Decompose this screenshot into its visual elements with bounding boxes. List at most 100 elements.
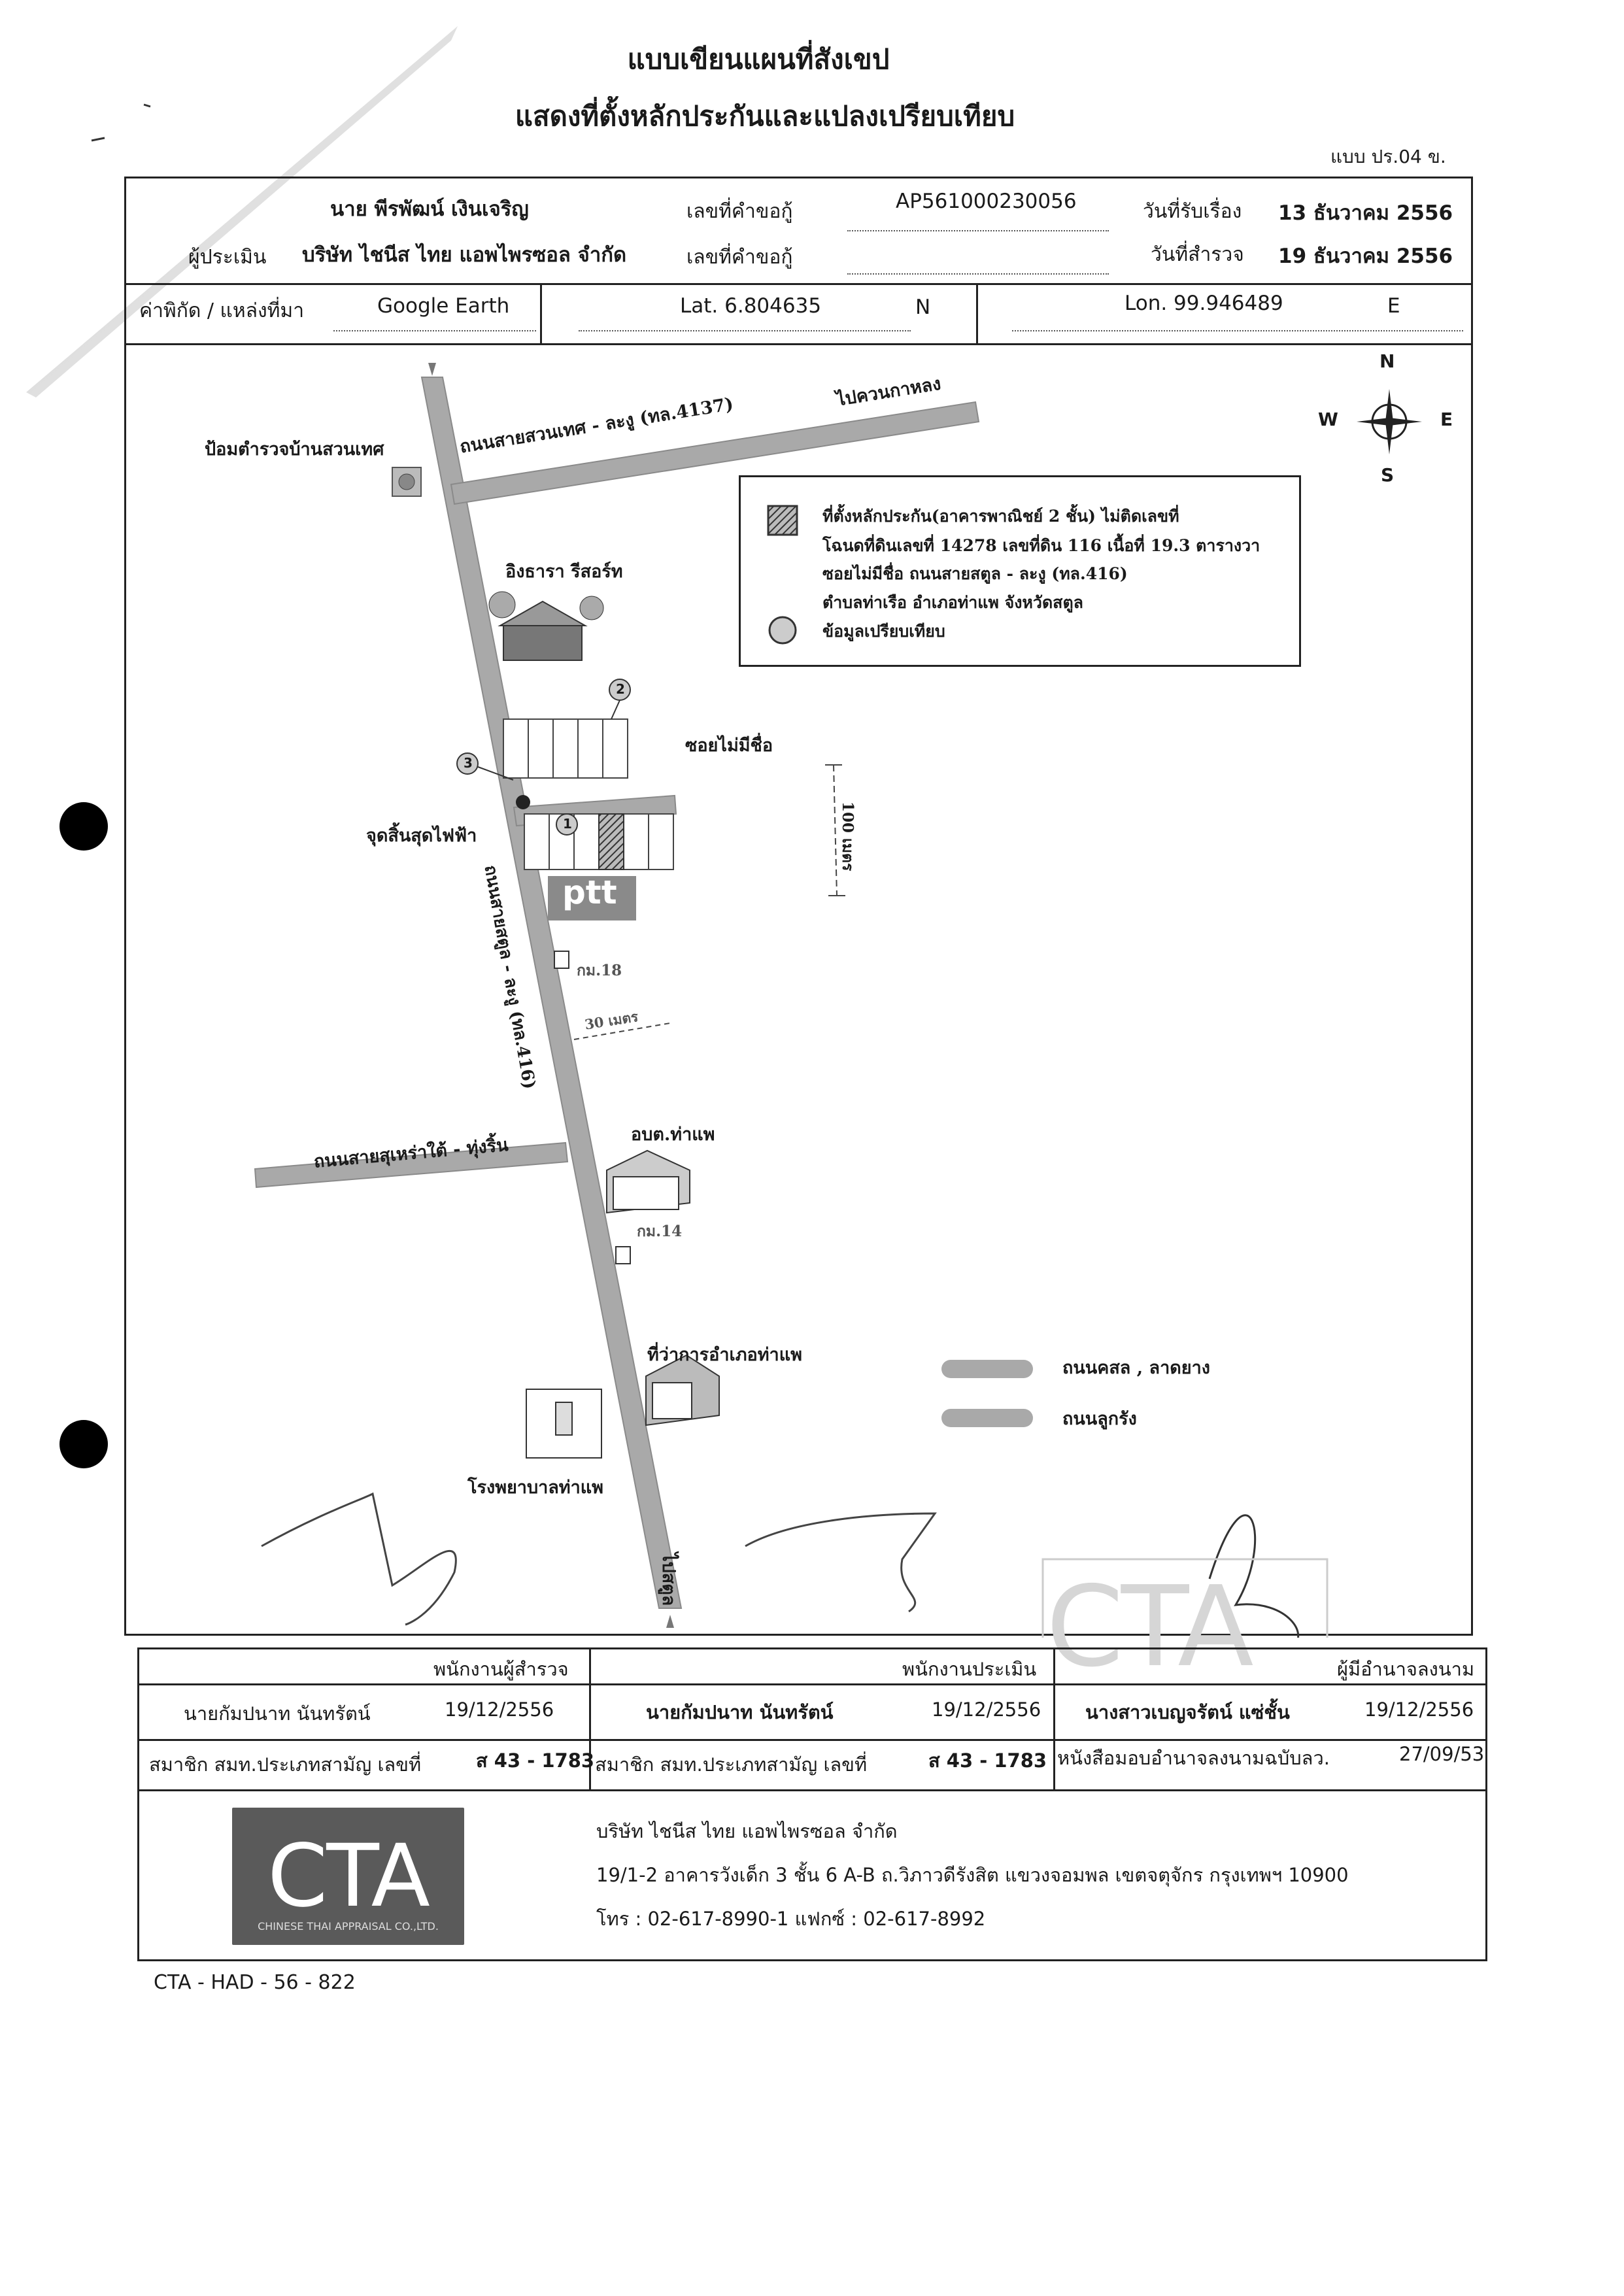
label-district: ที่ว่าการอำเภอท่าแพ — [647, 1345, 802, 1365]
scan-fold-shadow — [26, 26, 458, 397]
laterite-road-swatch — [941, 1409, 1033, 1427]
comparison-legend-swatch — [768, 616, 797, 645]
label-100m: 100 เมตร — [839, 802, 856, 871]
pole-dot — [516, 795, 530, 809]
collateral-legend-swatch — [767, 505, 798, 536]
ptt-logo-shape — [548, 876, 636, 920]
marker-1-circle — [556, 813, 578, 836]
road-legend-paved: ถนนคสล , ลาดยาง — [1062, 1358, 1210, 1378]
appraiser-member-label: สมาชิก สมท.ประเภทสามัญ เลขที่ — [595, 1753, 868, 1776]
compass-s: S — [1381, 464, 1395, 486]
loan-no-underline — [847, 230, 1109, 231]
poa-date: 27/09/53 — [1399, 1743, 1485, 1765]
appraiser-label: ผู้ประเมิน — [188, 246, 267, 269]
survey-date-label: วันที่สำรวจ — [1151, 243, 1244, 266]
obt-building — [606, 1149, 690, 1214]
collateral-building-shape — [598, 813, 624, 870]
authorized-name: นางสาวเบญจรัตน์ แซ่ชั้น — [1085, 1701, 1290, 1723]
km14-post — [615, 1246, 631, 1264]
surveyor-role: พนักงานผู้สำรวจ — [433, 1658, 569, 1680]
document-subtitle: แสดงที่ตั้งหลักประกันและแปลงเปรียบเทียบ — [515, 100, 1015, 132]
district-office-building — [645, 1354, 720, 1427]
appraiser-name: นายกัมปนาท นันทรัตน์ — [646, 1701, 834, 1723]
legend-line-3: ซอยไม่มีชื่อ ถนนสายสตูล - ละงู (ทล.416) — [822, 564, 1128, 583]
label-km18: กม.18 — [577, 962, 622, 979]
label-obt: อบต.ท่าแพ — [631, 1124, 715, 1145]
compass-w: W — [1318, 409, 1338, 430]
poa-label: หนังสือมอบอำนาจลงนามฉบับลว. — [1057, 1747, 1330, 1769]
label-km14: กม.14 — [637, 1223, 683, 1240]
received-date-value: 13 ธันวาคม 2556 — [1278, 201, 1453, 225]
form-code: แบบ ปร.04 ข. — [1330, 146, 1446, 167]
label-hospital: โรงพยาบาลท่าแพ — [467, 1477, 603, 1498]
marker-3-circle — [456, 752, 479, 775]
appraiser-company: บริษัท ไชนีส ไทย แอพไพรซอล จำกัด — [302, 243, 627, 267]
dimension-30m — [573, 1022, 671, 1040]
surveyor-signature — [261, 1492, 457, 1626]
loan-no-underline-2 — [847, 273, 1109, 275]
marker-3: 3 — [464, 755, 473, 771]
compass-e: E — [1440, 409, 1453, 430]
top-road-shape — [450, 401, 980, 505]
authorized-signature — [1208, 1514, 1300, 1638]
dimension-100m — [833, 764, 837, 896]
loan-no-value: AP561000230056 — [896, 190, 1077, 213]
label-soi: ซอยไม่มีชื่อ — [685, 735, 773, 756]
authorized-role: ผู้มีอำนาจลงนาม — [1337, 1658, 1475, 1680]
document-title: แบบเขียนแผนที่สังเขป — [627, 43, 890, 75]
appraiser-signature — [745, 1512, 937, 1613]
binder-hole-bottom — [59, 1420, 108, 1468]
document-reference: CTA - HAD - 56 - 822 — [154, 1971, 356, 1994]
lon-underline — [1012, 330, 1463, 331]
sig-row-2 — [137, 1739, 1487, 1741]
header-row-divider-1 — [124, 283, 1473, 285]
coord-col-divider-1 — [540, 283, 542, 343]
appraiser-date: 19/12/2556 — [932, 1698, 1041, 1721]
marker-2: 2 — [616, 681, 625, 697]
cta-stamp-shape — [1041, 1558, 1328, 1638]
coord-col-divider-2 — [976, 283, 978, 343]
marker-1: 1 — [563, 816, 572, 832]
loan-no-label-2: เลขที่คำขอกู้ — [686, 246, 793, 269]
surveyor-date: 19/12/2556 — [445, 1698, 554, 1721]
survey-date-value: 19 ธันวาคม 2556 — [1278, 245, 1453, 268]
surveyor-name: นายกัมปนาท นันทรัตน์ — [184, 1702, 371, 1725]
main-road-shape — [420, 377, 683, 1609]
sig-col-2 — [1053, 1647, 1055, 1789]
owner-name: นาย พีรพัฒน์ เงินเจริญ — [330, 197, 529, 221]
coord-source: Google Earth — [377, 294, 510, 318]
sig-row-3 — [137, 1789, 1487, 1791]
longitude-dir: E — [1387, 294, 1400, 318]
location-map — [254, 363, 1422, 1638]
company-contact: โทร : 02-617-8990-1 แฟกซ์ : 02-617-8992 — [596, 1908, 986, 1930]
coord-label: ค่าพิกัด / แหล่งที่มา — [139, 299, 305, 322]
signature-table — [137, 1647, 1487, 1961]
police-box-shape — [392, 467, 422, 497]
paved-road-swatch — [941, 1360, 1033, 1378]
latitude: Lat. 6.804635 — [680, 294, 822, 318]
legend-line-2: โฉนดที่ดินเลขที่ 14278 เลขที่ดิน 116 เนื… — [822, 536, 1260, 555]
lat-underline — [579, 330, 911, 331]
south-road-arrow — [666, 1615, 674, 1628]
longitude: Lon. 99.946489 — [1125, 292, 1283, 315]
compass-rose — [1357, 389, 1422, 454]
label-resort: อิงธารา รีสอร์ท — [505, 562, 623, 582]
sig-col-1 — [589, 1647, 591, 1789]
label-police: ป้อมตำรวจบ้านสวนเทศ — [205, 439, 384, 460]
road-legend-laterite: ถนนลูกรัง — [1062, 1409, 1137, 1429]
surveyor-member-no: ส 43 - 1783 — [476, 1749, 595, 1772]
cta-logo-text: CTA — [267, 1826, 430, 1927]
cta-logo: CTA CHINESE THAI APPRAISAL CO.,LTD. — [232, 1808, 464, 1945]
binder-hole-top — [59, 802, 108, 851]
label-to-satun: ไปสตูล — [658, 1553, 679, 1606]
legend-line-1: ที่ตั้งหลักประกัน(อาคารพาณิชย์ 2 ชั้น) ไ… — [822, 507, 1179, 526]
latitude-dir: N — [915, 295, 931, 319]
compass-n: N — [1379, 350, 1395, 372]
legend-line-4: ตำบลท่าเรือ อำเภอท่าแพ จังหวัดสตูล — [822, 593, 1083, 612]
km18-post — [554, 951, 569, 969]
received-date-label: วันที่รับเรื่อง — [1143, 200, 1242, 223]
north-road-arrow — [428, 363, 436, 376]
shophouse-rows — [503, 718, 674, 870]
company-name: บริษัท ไชนีส ไทย แอพไพรซอล จำกัด — [596, 1820, 898, 1842]
cta-stamp: CTA — [1046, 1562, 1254, 1692]
